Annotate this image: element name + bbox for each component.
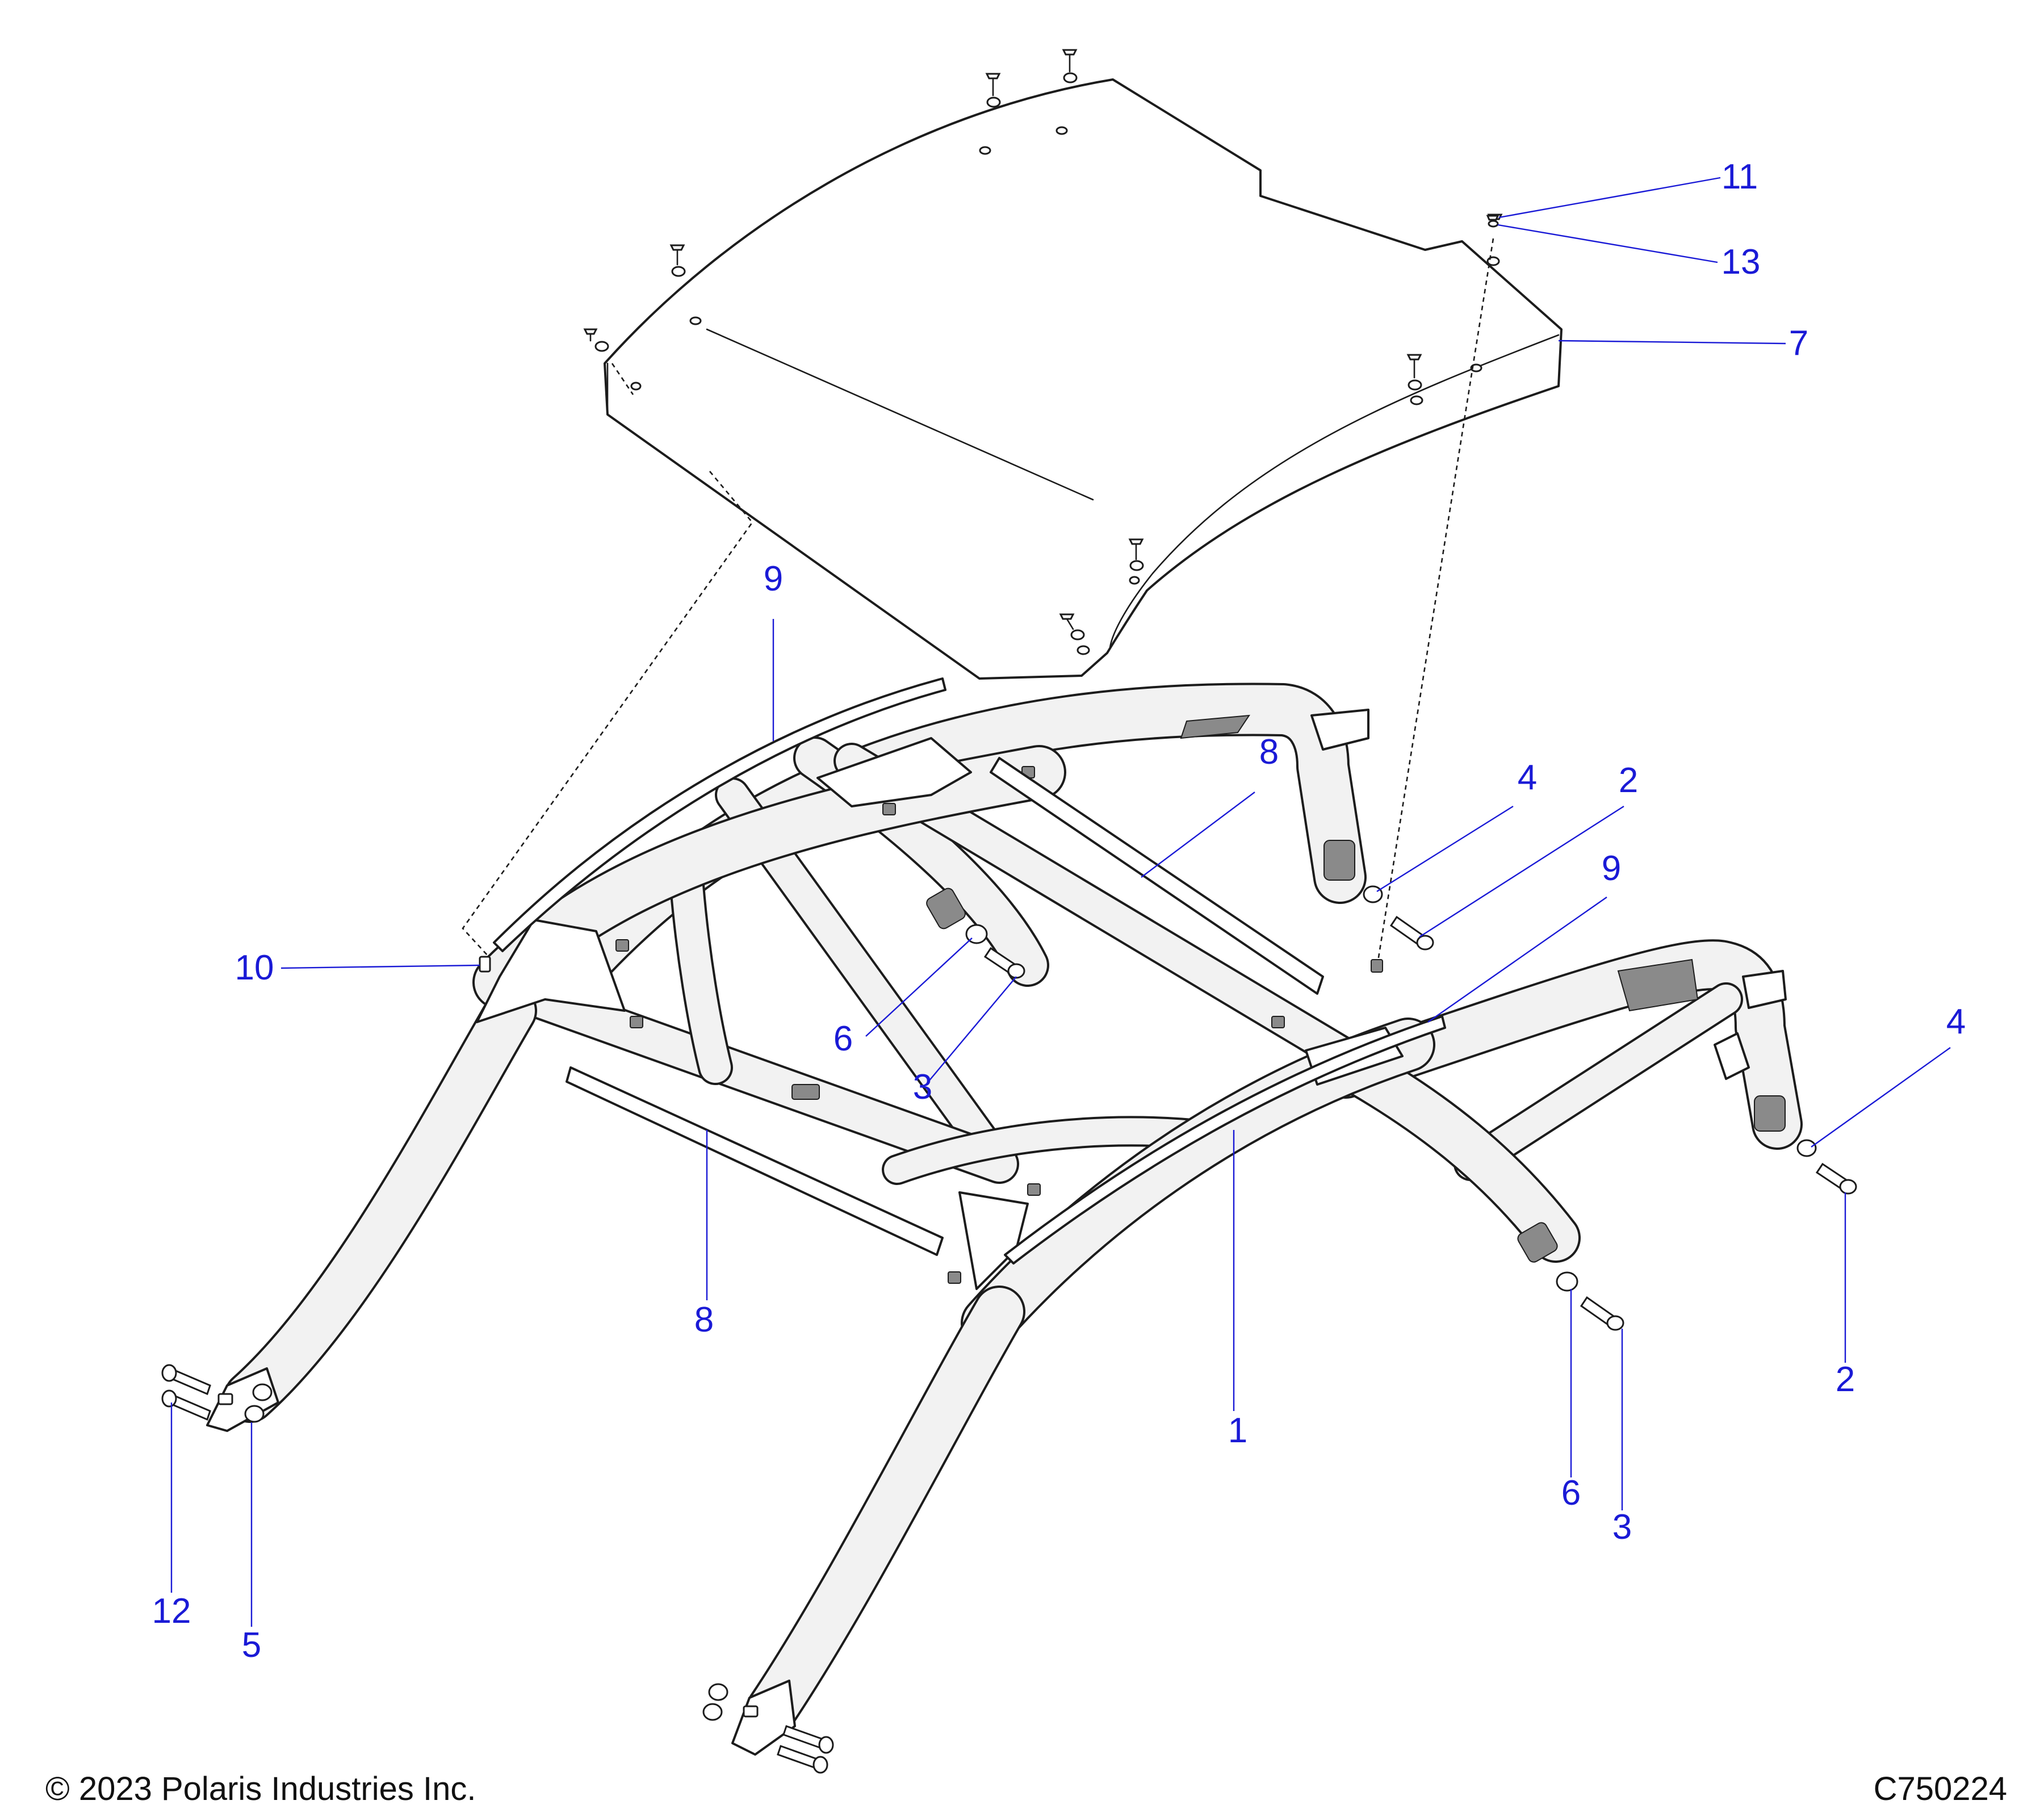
roof-mount-holes	[630, 126, 1482, 585]
callout-6-left: 6	[833, 1019, 853, 1058]
callout-8-lower: 8	[694, 1300, 714, 1339]
roof-washers	[594, 72, 1423, 655]
callout-labels: 11 13 7 9 8 4 2 9 10 6 3 4 8 1 2 6 3 12 …	[152, 157, 1966, 1665]
callout-11: 11	[1722, 157, 1758, 196]
callout-3-right: 3	[1612, 1508, 1632, 1547]
callout-9-upper: 9	[764, 559, 783, 598]
callout-5: 5	[242, 1626, 261, 1665]
seal-strips	[493, 677, 1446, 1265]
leader-lines	[170, 177, 1951, 1627]
callout-1: 1	[1228, 1411, 1247, 1450]
callout-4-upper: 4	[1518, 758, 1537, 797]
callout-2-upper: 2	[1619, 761, 1638, 800]
roof-screws	[583, 49, 1503, 630]
callout-6-right: 6	[1561, 1473, 1581, 1513]
callout-10: 10	[235, 948, 274, 987]
callout-12: 12	[152, 1592, 191, 1631]
callout-8-upper: 8	[1259, 732, 1279, 772]
hardware	[161, 215, 1857, 1774]
drawing-number: C750224	[1874, 1770, 2007, 1807]
callout-13: 13	[1722, 242, 1761, 282]
callout-3-left: 3	[913, 1067, 932, 1107]
roof-panel	[583, 49, 1563, 680]
callout-4-right: 4	[1946, 1002, 1966, 1041]
cab-frame	[206, 683, 1803, 1756]
callout-7: 7	[1789, 324, 1808, 363]
copyright-text: © 2023 Polaris Industries Inc.	[45, 1770, 476, 1807]
callout-9-lower: 9	[1602, 849, 1621, 888]
callout-2-right: 2	[1836, 1360, 1855, 1399]
